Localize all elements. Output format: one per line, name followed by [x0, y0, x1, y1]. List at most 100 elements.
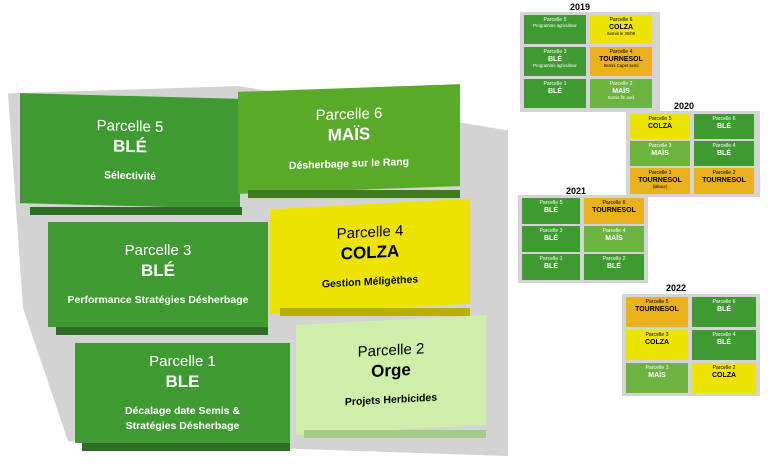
mini-cell: Parcelle 1 BLÉ: [522, 254, 580, 280]
plot-crop: MAÏS: [327, 124, 371, 146]
mini-crop: BLÉ: [717, 122, 731, 130]
mini-cell: Parcelle 2 BLÉ: [584, 254, 644, 280]
mini-crop: COLZA: [608, 23, 634, 31]
plot-title: Parcelle 2: [357, 340, 425, 362]
plot-parcelle-1: Parcelle 1 BLE Décalage date Semis & Str…: [75, 343, 290, 443]
mini-parcel: Parcelle 5: [543, 17, 567, 23]
mini-parcel: Parcelle 6: [712, 116, 736, 122]
plot-edge: [82, 443, 290, 451]
mini-crop: COLZA: [647, 122, 673, 130]
mini-crop: MAÏS: [648, 371, 666, 379]
mini-parcel: Parcelle 3: [645, 332, 669, 338]
mini-crop: BLÉ: [548, 87, 562, 95]
plot-edge: [248, 190, 460, 198]
mini-cell: Parcelle 3 BLÉ Programme agriculteur: [524, 47, 586, 76]
plot-parcelle-5: Parcelle 5 BLÉ Sélectivité: [20, 93, 240, 209]
mini-parcel: Parcelle 2: [712, 365, 736, 371]
mini-crop: BLÉ: [717, 338, 731, 346]
mini-parcel: Parcelle 1: [543, 81, 567, 87]
mini-parcel: Parcelle 4: [712, 143, 736, 149]
mini-crop: TOURNESOL: [599, 55, 643, 63]
mini-cell: Parcelle 6 COLZA Semis le 30/08: [590, 15, 652, 44]
mini-board-2022: Parcelle 5 TOURNESOL Parcelle 6 BLÉ Parc…: [622, 294, 760, 396]
plot-edge: [56, 327, 268, 335]
plot-crop: BLE: [165, 372, 200, 392]
plot-parcelle-3: Parcelle 3 BLÉ Performance Stratégies Dé…: [48, 222, 268, 327]
mini-note: Programme agriculteur: [533, 22, 577, 28]
mini-cell: Parcelle 1 MAÏS: [626, 363, 688, 393]
mini-cell: Parcelle 6 BLÉ: [692, 297, 756, 327]
mini-note: Semis fin avril: [607, 95, 635, 101]
mini-note: Semis Capet semi: [603, 63, 639, 69]
mini-cell: Parcelle 5 BLÉ: [522, 198, 580, 224]
mini-parcel: Parcelle 2: [712, 170, 736, 176]
mini-crop: BLÉ: [717, 305, 731, 313]
mini-crop: COLZA: [644, 338, 670, 346]
mini-crop: COLZA: [711, 371, 737, 379]
plot-crop: BLÉ: [141, 260, 175, 280]
mini-crop: BLÉ: [548, 55, 562, 63]
mini-crop: TOURNESOL: [635, 305, 679, 313]
plot-note: Performance Stratégies Désherbage: [67, 293, 249, 306]
plot-note: Projets Herbicides: [344, 391, 438, 409]
mini-cell: Parcelle 4 BLÉ: [692, 330, 756, 360]
plot-edge: [30, 207, 242, 215]
mini-cell: Parcelle 3 MAÏS: [630, 141, 690, 166]
plot-parcelle-6: Parcelle 6 MAÏS Désherbage sur le Rang: [238, 84, 460, 194]
mini-cell: Parcelle 3 COLZA: [626, 330, 688, 360]
mini-parcel: Parcelle 5: [648, 116, 672, 122]
mini-crop: MAÏS: [605, 234, 623, 242]
year-label-2020: 2020: [674, 101, 695, 111]
mini-board-2021: Parcelle 5 BLÉ Parcelle 6 TOURNESOL Parc…: [518, 195, 648, 283]
mini-parcel: Parcelle 3: [648, 143, 672, 149]
mini-cell: Parcelle 6 BLÉ: [694, 114, 754, 139]
mini-parcel: Parcelle 5: [645, 299, 669, 305]
plot-title: Parcelle 5: [96, 117, 164, 137]
mini-crop: BLÉ: [544, 234, 558, 242]
mini-parcel: Parcelle 5: [539, 200, 563, 206]
mini-cell: Parcelle 4 TOURNESOL Semis Capet semi: [590, 47, 652, 76]
plot-edge: [280, 308, 470, 316]
mini-cell: Parcelle 2 MAÏS Semis fin avril: [590, 79, 652, 108]
mini-cell: Parcelle 1 BLÉ: [524, 79, 586, 108]
mini-parcel: Parcelle 3: [539, 228, 563, 234]
mini-cell: Parcelle 5 Programme agriculteur: [524, 15, 586, 44]
plot-note: Gestion Méligèthes: [321, 273, 419, 291]
mini-cell: Parcelle 3 BLÉ: [522, 226, 580, 252]
plot-note: Décalage date Semis & Stratégies Désherb…: [125, 405, 240, 432]
mini-cell: Parcelle 2 TOURNESOL: [694, 168, 754, 194]
mini-crop: TOURNESOL: [702, 176, 746, 184]
plot-crop: COLZA: [340, 241, 400, 264]
mini-crop: BLÉ: [544, 206, 558, 214]
mini-parcel: Parcelle 6: [602, 200, 626, 206]
plot-note: Désherbage sur le Rang: [288, 156, 410, 173]
plot-title: Parcelle 3: [124, 241, 192, 259]
plot-edge: [304, 430, 486, 438]
mini-parcel: Parcelle 1: [539, 256, 563, 262]
mini-parcel: Parcelle 6: [609, 17, 633, 23]
year-label-2021: 2021: [566, 186, 587, 196]
plot-parcelle-2: Parcelle 2 Orge Projets Herbicides: [296, 315, 486, 435]
mini-parcel: Parcelle 1: [648, 170, 672, 176]
mini-parcel: Parcelle 4: [602, 228, 626, 234]
plot-note: Sélectivité: [104, 169, 156, 184]
mini-cell: Parcelle 2 COLZA: [692, 363, 756, 393]
mini-crop: BLÉ: [717, 149, 731, 157]
plot-parcelle-4: Parcelle 4 COLZA Gestion Méligèthes: [270, 198, 470, 315]
mini-cell: Parcelle 4 BLÉ: [694, 141, 754, 166]
mini-board-2020: Parcelle 5 COLZA Parcelle 6 BLÉ Parcelle…: [626, 111, 760, 197]
plot-title: Parcelle 6: [315, 105, 383, 125]
year-label-2022: 2022: [666, 283, 687, 293]
mini-note: Semis le 30/08: [606, 31, 636, 37]
plot-title: Parcelle 1: [149, 353, 216, 371]
mini-cell: Parcelle 1 TOURNESOL (labour): [630, 168, 690, 194]
mini-parcel: Parcelle 3: [543, 49, 567, 55]
mini-crop: BLÉ: [607, 262, 621, 270]
mini-note: Programme agriculteur: [533, 63, 577, 69]
mini-parcel: Parcelle 4: [609, 49, 633, 55]
mini-crop: TOURNESOL: [592, 206, 636, 214]
mini-crop: TOURNESOL: [638, 176, 682, 184]
mini-crop: MAÏS: [651, 149, 669, 157]
mini-cell: Parcelle 5 COLZA: [630, 114, 690, 139]
plot-crop: BLÉ: [113, 136, 147, 157]
